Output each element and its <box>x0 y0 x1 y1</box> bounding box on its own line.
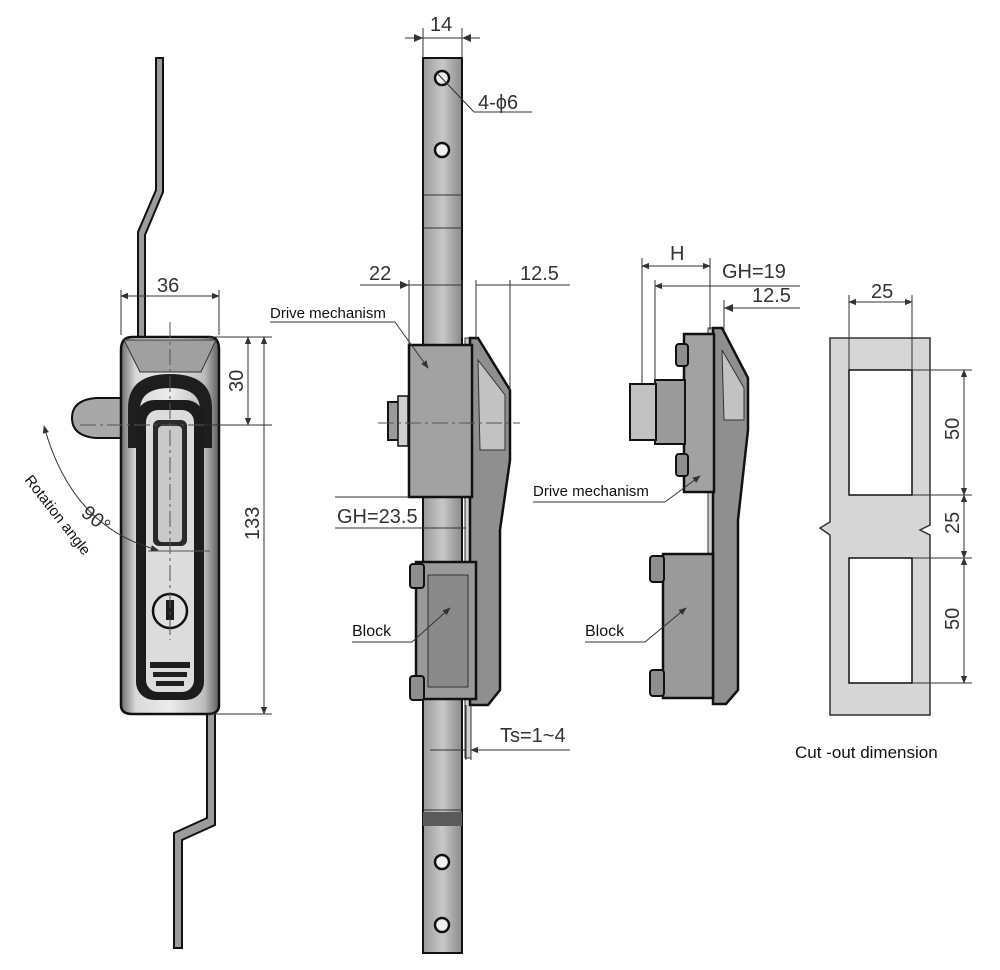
block-label: Block <box>352 623 392 640</box>
cutout-lower-hole <box>848 557 913 684</box>
lever-handle <box>128 374 212 448</box>
drive-mechanism-label: Drive mechanism <box>270 305 386 322</box>
side-rod <box>422 57 463 954</box>
handle-tab <box>70 397 125 439</box>
front-height-dim: 133 <box>242 507 264 540</box>
grip-ridges <box>150 662 190 686</box>
front-width-dim: 36 <box>157 275 179 297</box>
rotation-angle-value: 90° <box>77 502 114 538</box>
cutout-view: 25 50 25 50 Cut -out dimension <box>795 281 972 762</box>
alt-drive-mechanism-label: Drive mechanism <box>533 483 649 500</box>
cutout-upper-hole <box>848 369 913 496</box>
cutout-width-dim: 25 <box>871 281 893 303</box>
alt-12-5-dim: 12.5 <box>752 285 791 307</box>
front-top-dim: 30 <box>226 370 248 392</box>
gh-23-5-dim: GH=23.5 <box>337 506 418 528</box>
alt-block-label: Block <box>585 623 625 640</box>
alt-handle-body <box>711 326 750 706</box>
offset-22-dim: 22 <box>369 263 391 285</box>
front-lower-rod <box>173 711 216 949</box>
front-view: 36 30 133 90° Rotation angle <box>21 57 272 949</box>
cutout-caption: Cut -out dimension <box>795 743 938 762</box>
h-dim: H <box>670 243 684 265</box>
gh-19-dim: GH=19 <box>722 261 786 283</box>
drive-mechanism-box <box>407 343 474 499</box>
offset-12-5-dim: 12.5 <box>520 263 559 285</box>
cutout-upper-dim: 50 <box>942 418 964 440</box>
alt-view: H GH=19 12.5 Drive mechanism Block <box>533 243 800 706</box>
cutout-middle-dim: 25 <box>942 512 964 534</box>
front-upper-rod <box>137 57 164 341</box>
ts-dim: Ts=1~4 <box>500 725 566 747</box>
alt-block <box>661 552 715 700</box>
cutout-lower-dim: 50 <box>942 608 964 630</box>
holes-dim: 4-ϕ6 <box>478 92 518 114</box>
side-view: 14 4-ϕ6 22 12.5 Drive mechanism GH=23.5 … <box>270 14 570 954</box>
rod-width-dim: 14 <box>430 14 452 36</box>
